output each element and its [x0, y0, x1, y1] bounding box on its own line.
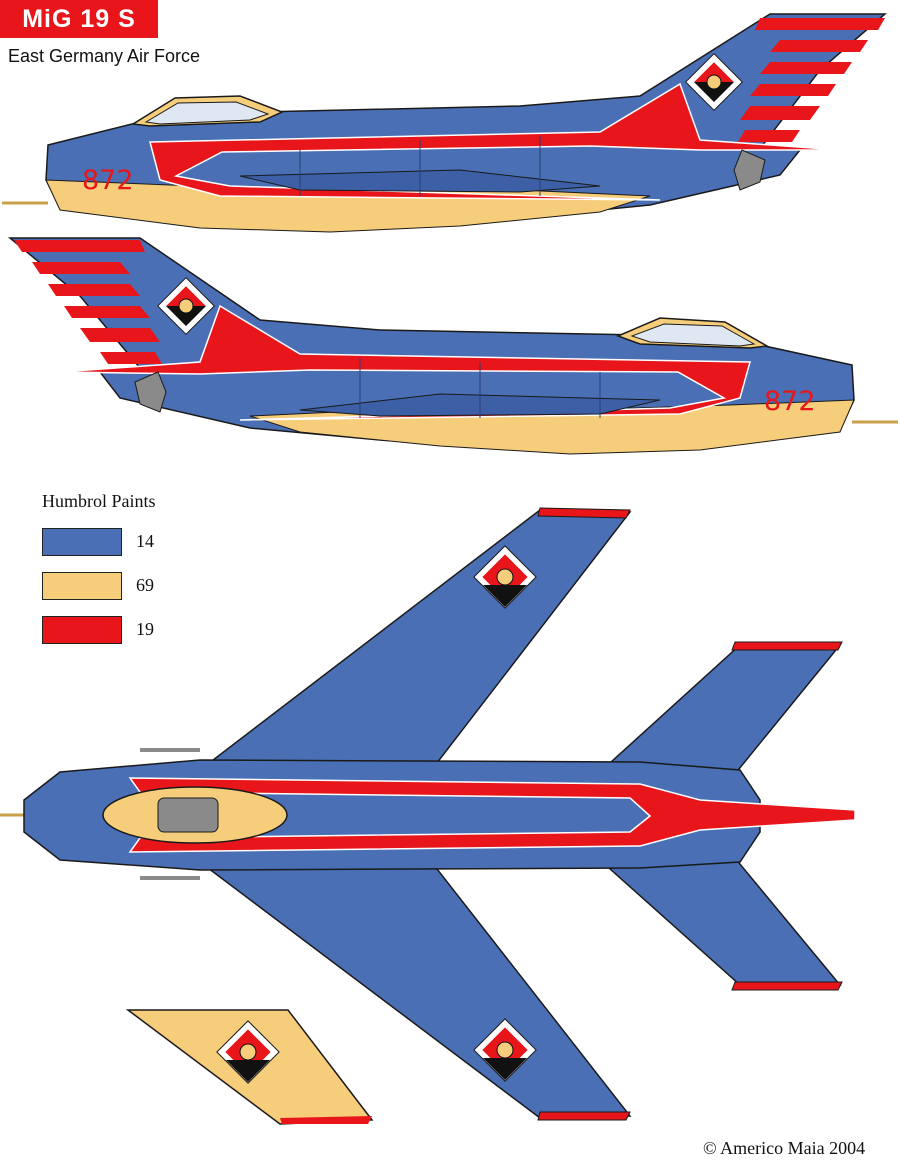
legend-label: 69 [136, 575, 154, 595]
legend-swatch [42, 616, 122, 644]
serial-number-left: 872 [82, 165, 134, 196]
side-view-right [7, 237, 898, 455]
legend-label: 14 [136, 531, 154, 551]
legend-swatch [42, 528, 122, 556]
legend-title: Humbrol Paints [42, 491, 156, 511]
title-badge: MiG 19 S [0, 0, 158, 38]
legend-swatch [42, 572, 122, 600]
side-view-left [2, 13, 888, 233]
serial-number-right: 872 [764, 386, 816, 417]
top-view [0, 507, 856, 1121]
legend-label: 19 [136, 619, 154, 639]
copyright-credit: © Americo Maia 2004 [703, 1138, 866, 1158]
underwing-view [125, 1009, 374, 1125]
subtitle: East Germany Air Force [8, 46, 201, 66]
